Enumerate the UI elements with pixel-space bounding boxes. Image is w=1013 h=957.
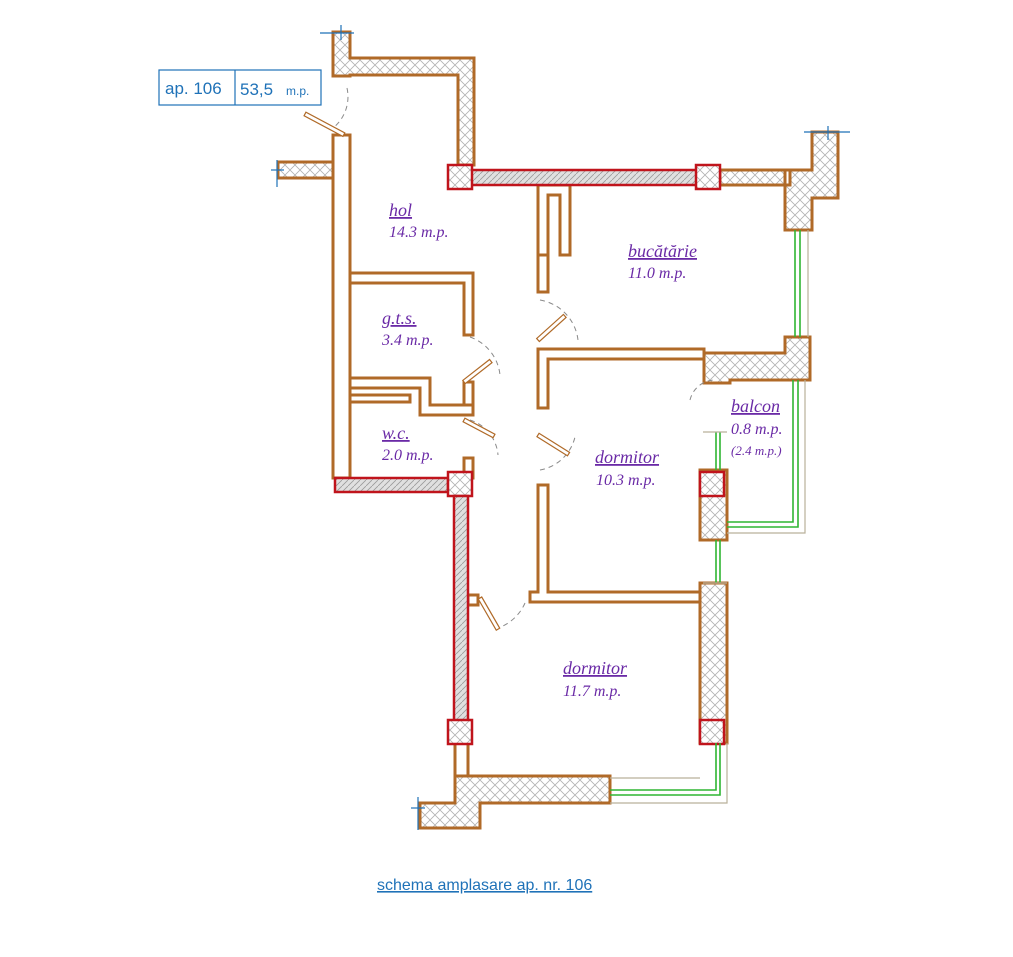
- room-name-bucatarie: bucătărie: [628, 241, 697, 261]
- wall-entry-top: [331, 30, 476, 167]
- wall-balcony-top: [702, 335, 812, 385]
- room-name-hol: hol: [389, 200, 412, 220]
- room-area-bucatarie: 11.0 m.p.: [628, 265, 686, 282]
- room-area-dormitor-1: 10.3 m.p.: [596, 472, 656, 489]
- column-balcony: [698, 470, 726, 498]
- room-area-gts: 3.4 m.p.: [381, 332, 434, 349]
- room-name-gts: g.t.s.: [382, 308, 417, 328]
- room-area-balcon: 0.8 m.p.: [731, 421, 783, 438]
- beam-top: [468, 168, 700, 187]
- exterior-walls: [276, 30, 840, 830]
- column-top-left: [446, 163, 474, 191]
- wall-kitchen-stub: [536, 253, 550, 294]
- apartment-area: 53,5: [240, 80, 273, 99]
- wall-left-stub: [276, 160, 335, 180]
- wall-bedroom2-left-bottom: [453, 741, 470, 778]
- wall-gts-wc: [348, 376, 475, 417]
- column-mid-left: [446, 470, 474, 498]
- apartment-label: ap. 106 53,5 m.p.: [158, 69, 322, 106]
- wall-door-stub: [466, 593, 480, 607]
- column-top-mid: [694, 163, 722, 191]
- plan-caption: schema amplasare ap. nr. 106: [377, 877, 592, 894]
- wall-kitchen-duct: [536, 183, 572, 257]
- room-name-dormitor-1: dormitor: [595, 447, 660, 467]
- room-name-balcon: balcon: [731, 396, 780, 416]
- wall-bedroom1-left: [528, 483, 702, 604]
- axis-marks: [271, 25, 850, 830]
- room-area-wc: 2.0 m.p.: [382, 447, 434, 464]
- wall-hall-left: [331, 133, 352, 480]
- windows: [610, 230, 809, 804]
- interior-walls: [331, 133, 792, 778]
- apartment-number: ap. 106: [165, 79, 222, 98]
- room-labels: hol 14.3 m.p. bucătărie 11.0 m.p. g.t.s.…: [381, 200, 783, 700]
- column-bottom-right: [698, 718, 726, 746]
- wall-gts-top: [348, 271, 475, 337]
- room-area-balcon-extra: (2.4 m.p.): [731, 443, 782, 458]
- room-name-dormitor-2: dormitor: [563, 658, 628, 678]
- wall-kitchen-bedroom: [536, 347, 706, 410]
- room-name-wc: w.c.: [382, 423, 410, 443]
- structural-elements: [333, 163, 726, 746]
- apartment-area-unit: m.p.: [286, 84, 309, 98]
- wall-gts-small: [348, 393, 412, 404]
- wall-kitchen-right: [783, 168, 792, 187]
- beam-vertical: [452, 494, 470, 724]
- column-bottom-left: [446, 718, 474, 746]
- wall-top-right: [718, 168, 792, 187]
- doors: [303, 87, 717, 631]
- wall-corner-top-right: [783, 130, 840, 232]
- room-area-dormitor-2: 11.7 m.p.: [563, 683, 621, 700]
- entry-door-leaf: [303, 111, 346, 138]
- wall-bottom: [418, 774, 612, 830]
- wall-gts-right-lower: [462, 380, 475, 407]
- room-area-hol: 14.3 m.p.: [389, 224, 449, 241]
- balcony-window: [727, 380, 794, 523]
- beam-left: [333, 476, 450, 494]
